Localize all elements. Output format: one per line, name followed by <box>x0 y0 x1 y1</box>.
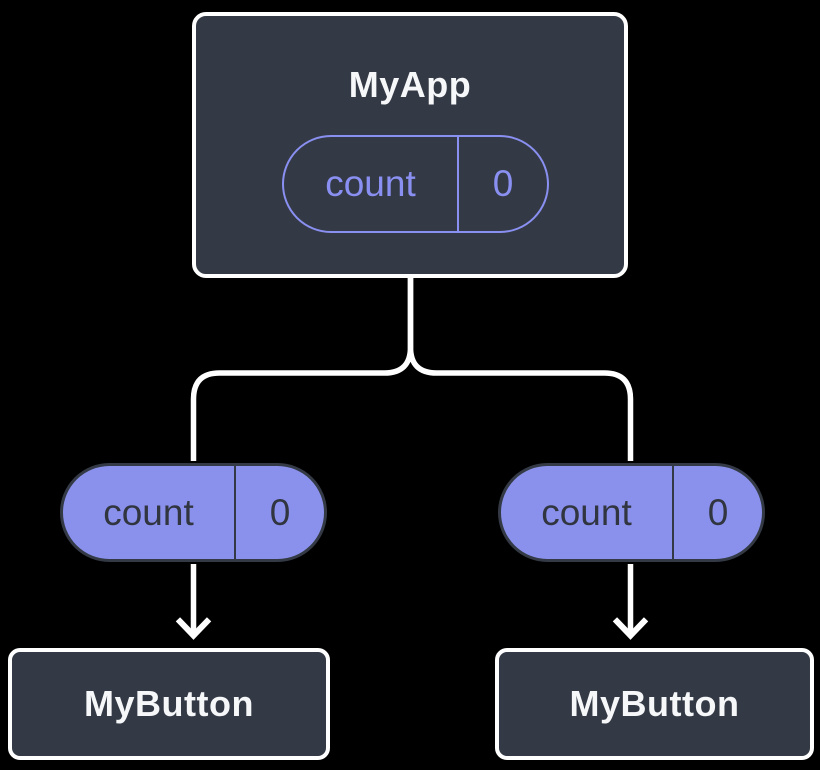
prop-pill-right: count 0 <box>498 463 765 562</box>
prop-pill-left: count 0 <box>60 463 327 562</box>
arrow-left-head-icon <box>175 617 212 640</box>
component-card-mybutton-right: MyButton <box>495 648 814 760</box>
prop-pill-left-name: count <box>103 491 194 533</box>
prop-pill-right-value: 0 <box>672 466 762 559</box>
component-title-mybutton-left: MyButton <box>84 683 254 724</box>
state-pill-value: 0 <box>457 137 547 231</box>
state-pill: count 0 <box>282 135 549 233</box>
prop-pill-left-value: 0 <box>234 466 324 559</box>
component-title-mybutton-right: MyButton <box>569 683 740 724</box>
branch-connector-left-icon <box>190 278 414 461</box>
component-title-myapp: MyApp <box>348 64 472 105</box>
branch-connector-right-icon <box>407 278 634 461</box>
component-card-mybutton-left: MyButton <box>8 648 330 760</box>
arrow-right-head-icon <box>612 617 649 640</box>
prop-pill-right-name: count <box>541 491 632 533</box>
state-pill-name: count <box>325 163 416 204</box>
component-card-myapp: MyApp count 0 <box>192 12 628 278</box>
